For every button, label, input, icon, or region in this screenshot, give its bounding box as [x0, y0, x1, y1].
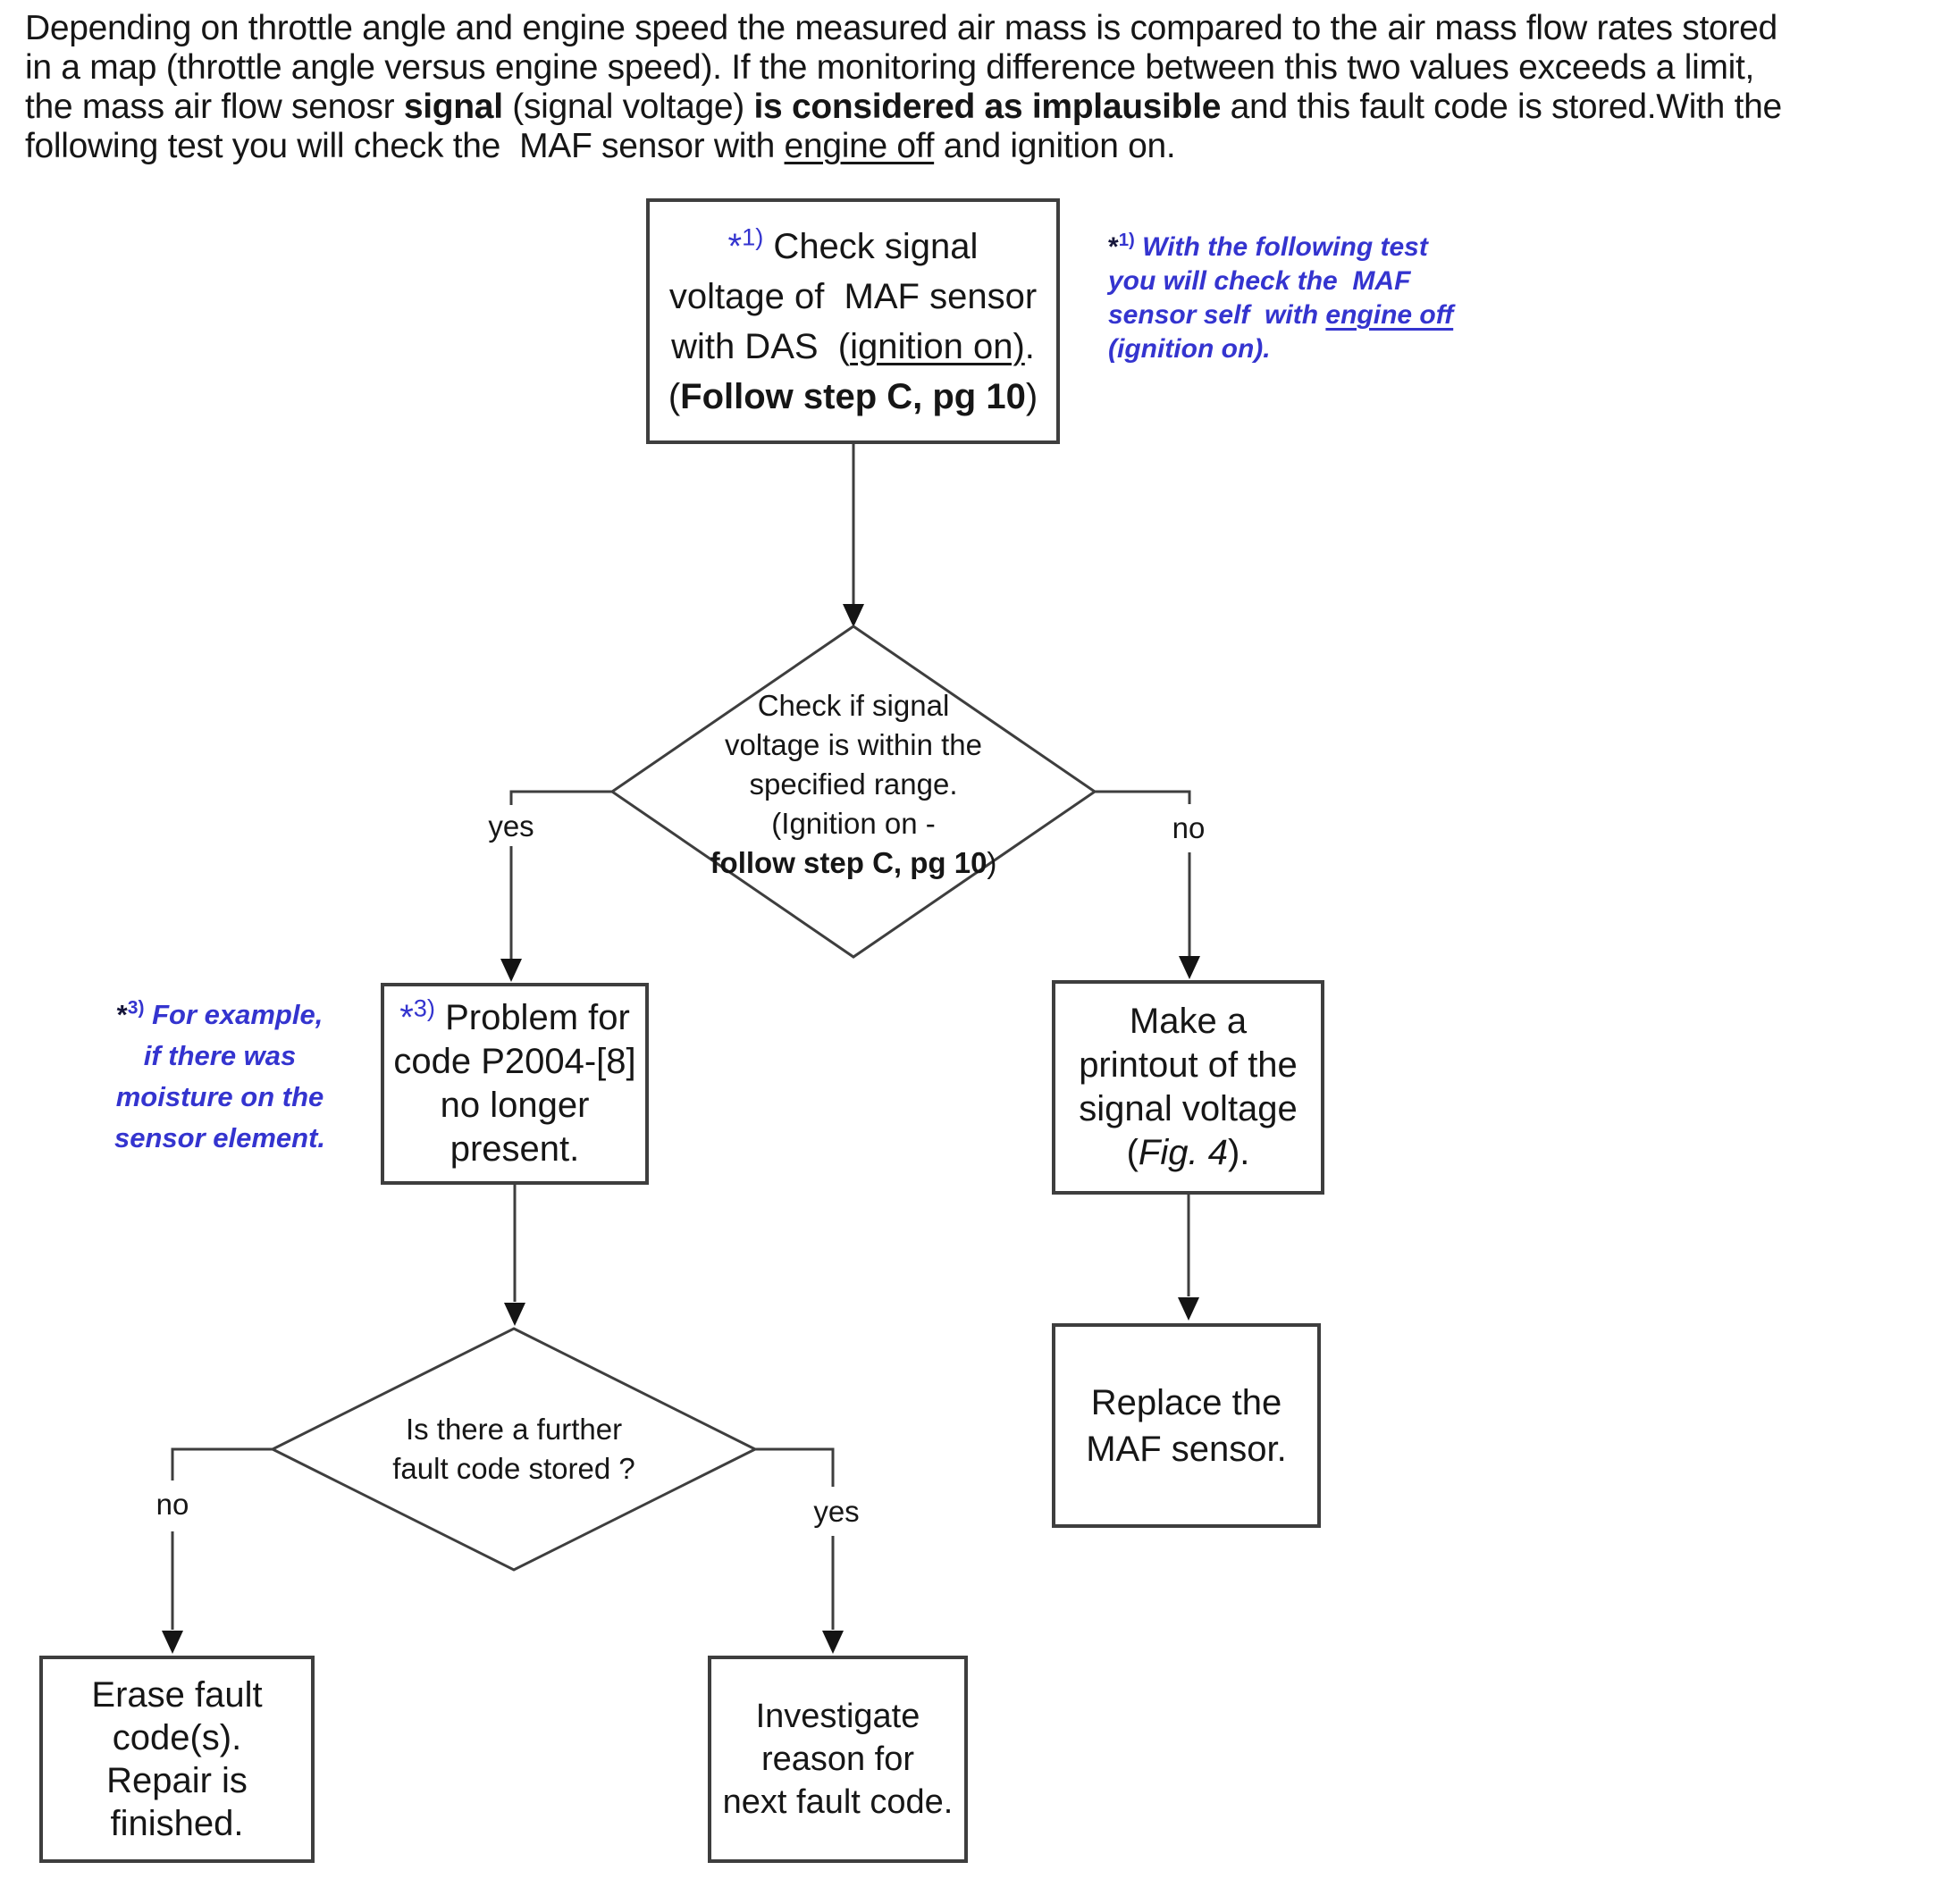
branch-label-no-1: no — [1172, 811, 1206, 844]
arrowhead-replace-box — [1178, 1297, 1199, 1321]
arrowhead-problem-box — [500, 959, 522, 982]
branch-label-no-2: no — [155, 1488, 189, 1521]
connector-no2-elbow — [171, 1447, 273, 1480]
branch-label-yes-2: yes — [813, 1495, 860, 1528]
branch-label-yes-1: yes — [488, 809, 534, 843]
connector-no1-elbow — [1095, 790, 1191, 804]
arrowhead-investigate-box — [822, 1631, 844, 1654]
intro-paragraph: Depending on throttle angle and engine s… — [25, 9, 1782, 165]
arrowhead-diamond-fault — [504, 1303, 525, 1326]
arrowhead-printout-box — [1179, 956, 1200, 979]
arrowhead-diamond-signal — [843, 604, 864, 627]
arrowhead-erase-box — [162, 1631, 183, 1654]
diamond-further-fault-shape — [269, 1327, 759, 1572]
connector-yes1-elbow — [509, 790, 612, 805]
diamond-signal-range-shape — [609, 625, 1097, 959]
connector-yes2-elbow — [755, 1447, 835, 1487]
